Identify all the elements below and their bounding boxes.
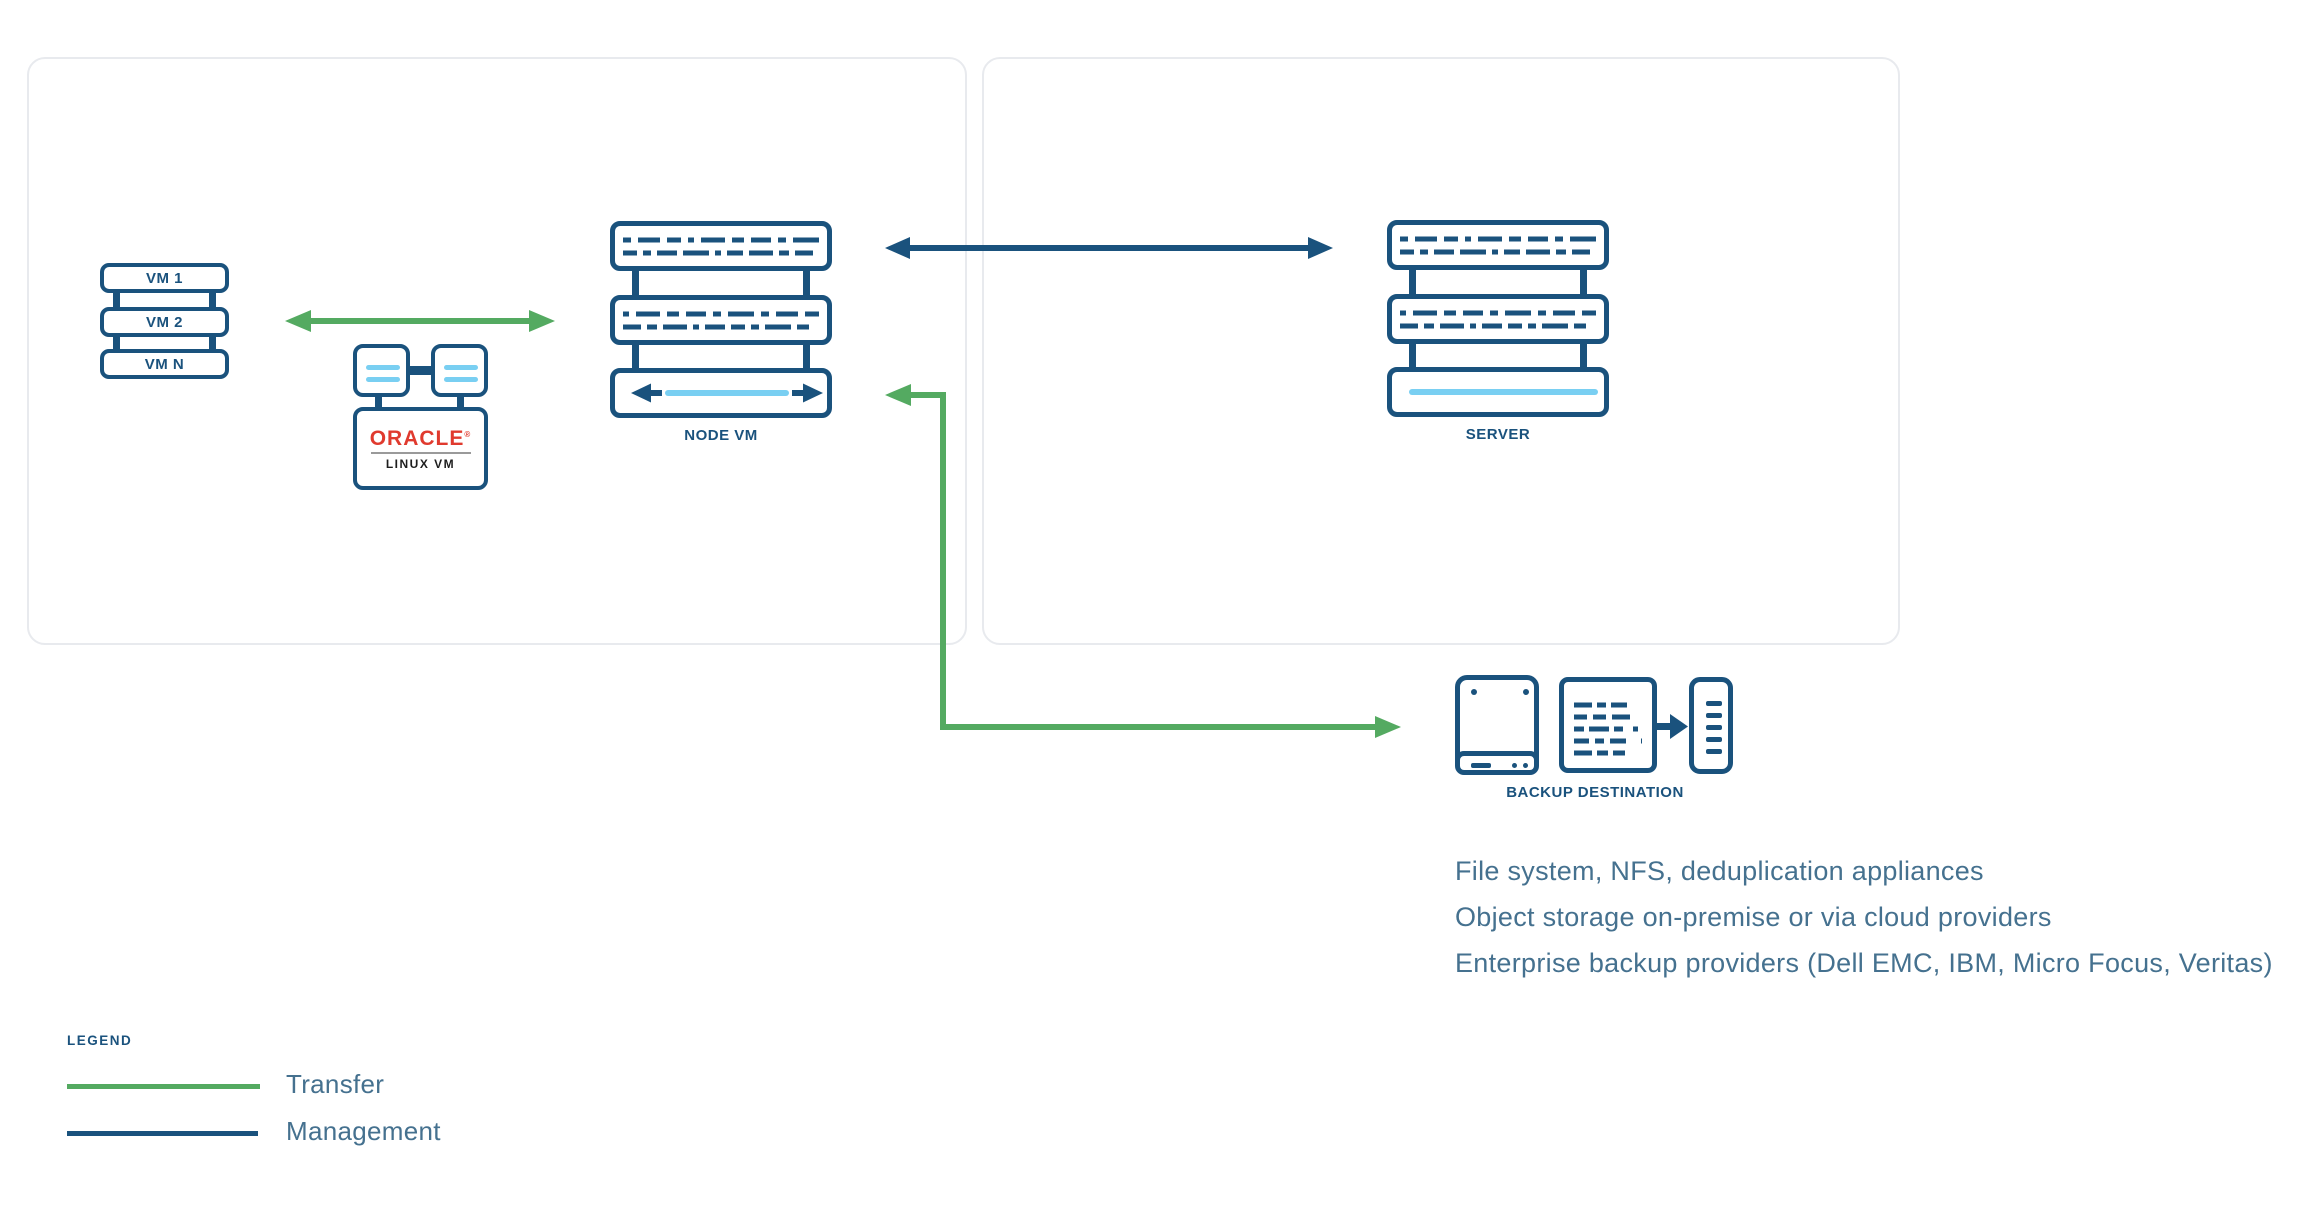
- chip-line: [366, 377, 400, 382]
- server-label: SERVER: [1465, 426, 1531, 443]
- backup-flow-mini-arrow: [1655, 714, 1688, 739]
- vm-connector: [113, 333, 120, 355]
- legend-transfer-label: Transfer: [286, 1069, 385, 1099]
- chip-line: [444, 365, 478, 370]
- rack-connector: [803, 341, 810, 375]
- legend-management-line: [67, 1131, 258, 1136]
- vm-stack-icon: VM 1 VM 2 VM N: [100, 263, 229, 379]
- log-dash: [1706, 737, 1722, 742]
- backup-destination-label: BACKUP DESTINATION: [1506, 784, 1684, 801]
- vm-row-1: VM 1: [100, 263, 229, 293]
- rack-connector: [632, 266, 639, 300]
- legend-management-label: Management: [286, 1116, 441, 1146]
- rack-connector: [1409, 340, 1416, 374]
- rack-row-io: [610, 368, 832, 418]
- backup-destination-notes: File system, NFS, deduplication applianc…: [1455, 848, 2275, 986]
- vm-row-2: VM 2: [100, 307, 229, 337]
- rack-connector: [1580, 340, 1587, 374]
- legend-title: LEGEND: [67, 1033, 133, 1048]
- backup-disk-tray-icon: [1455, 751, 1539, 775]
- vm-connector: [113, 289, 120, 311]
- rack-row-status: [1387, 367, 1609, 417]
- vm-row-n: VM N: [100, 349, 229, 379]
- vm-2-label: VM 2: [145, 313, 183, 331]
- rack-connector: [632, 341, 639, 375]
- node-vm-label: NODE VM: [684, 427, 758, 444]
- backup-catalog-icon: [1559, 677, 1657, 773]
- vm-1-label: VM 1: [145, 269, 183, 287]
- legend-transfer-line: [67, 1084, 260, 1089]
- catalog-lines: [1574, 702, 1642, 756]
- log-dash: [1706, 713, 1722, 718]
- vm-connector: [209, 333, 216, 355]
- disk-dot: [1523, 689, 1529, 695]
- oracle-vm-bridge: [405, 366, 437, 375]
- tray-dot: [1512, 763, 1517, 768]
- rack-connector: [1409, 265, 1416, 299]
- rack-row-dashes: [1400, 236, 1596, 255]
- note-line-2: Object storage on-premise or via cloud p…: [1455, 902, 2052, 932]
- rack-row: [1387, 220, 1609, 270]
- server-status-line: [1409, 389, 1598, 395]
- rack-connector: [803, 266, 810, 300]
- chip-line: [366, 365, 400, 370]
- oracle-vm-connector: [375, 393, 382, 409]
- rack-row: [610, 295, 832, 345]
- oracle-logo: ORACLE®: [369, 427, 472, 450]
- backup-log-icon: [1689, 677, 1733, 774]
- tray-dot: [1523, 763, 1528, 768]
- tray-dash: [1471, 763, 1491, 768]
- chip-line: [444, 377, 478, 382]
- vm-connector: [209, 289, 216, 311]
- log-dash: [1706, 701, 1722, 706]
- rack-row-dashes: [1400, 310, 1596, 329]
- note-line-3: Enterprise backup providers (Dell EMC, I…: [1455, 948, 2273, 978]
- rack-row-dashes: [623, 311, 819, 330]
- vm-n-label: VM N: [144, 355, 185, 373]
- oracle-vm-connector: [457, 393, 464, 409]
- disk-dot: [1471, 689, 1477, 695]
- log-dash: [1706, 725, 1722, 730]
- note-line-1: File system, NFS, deduplication applianc…: [1455, 856, 1984, 886]
- rack-row: [610, 221, 832, 271]
- oracle-vm-chip-icon: [353, 344, 410, 397]
- oracle-divider: [370, 452, 471, 454]
- oracle-registered-mark: ®: [464, 430, 472, 439]
- rack-row-dashes: [623, 237, 819, 256]
- rack-row: [1387, 294, 1609, 344]
- linux-vm-label: LINUX VM: [385, 457, 456, 471]
- log-dash: [1706, 749, 1722, 754]
- oracle-vm-chip-icon: [431, 344, 488, 397]
- management-environment-panel: [982, 57, 1900, 645]
- oracle-linux-vm-icon: ORACLE® LINUX VM: [353, 344, 488, 490]
- oracle-linux-vm-box: ORACLE® LINUX VM: [353, 407, 488, 490]
- rack-connector: [1580, 265, 1587, 299]
- node-io-arrows: [631, 383, 823, 403]
